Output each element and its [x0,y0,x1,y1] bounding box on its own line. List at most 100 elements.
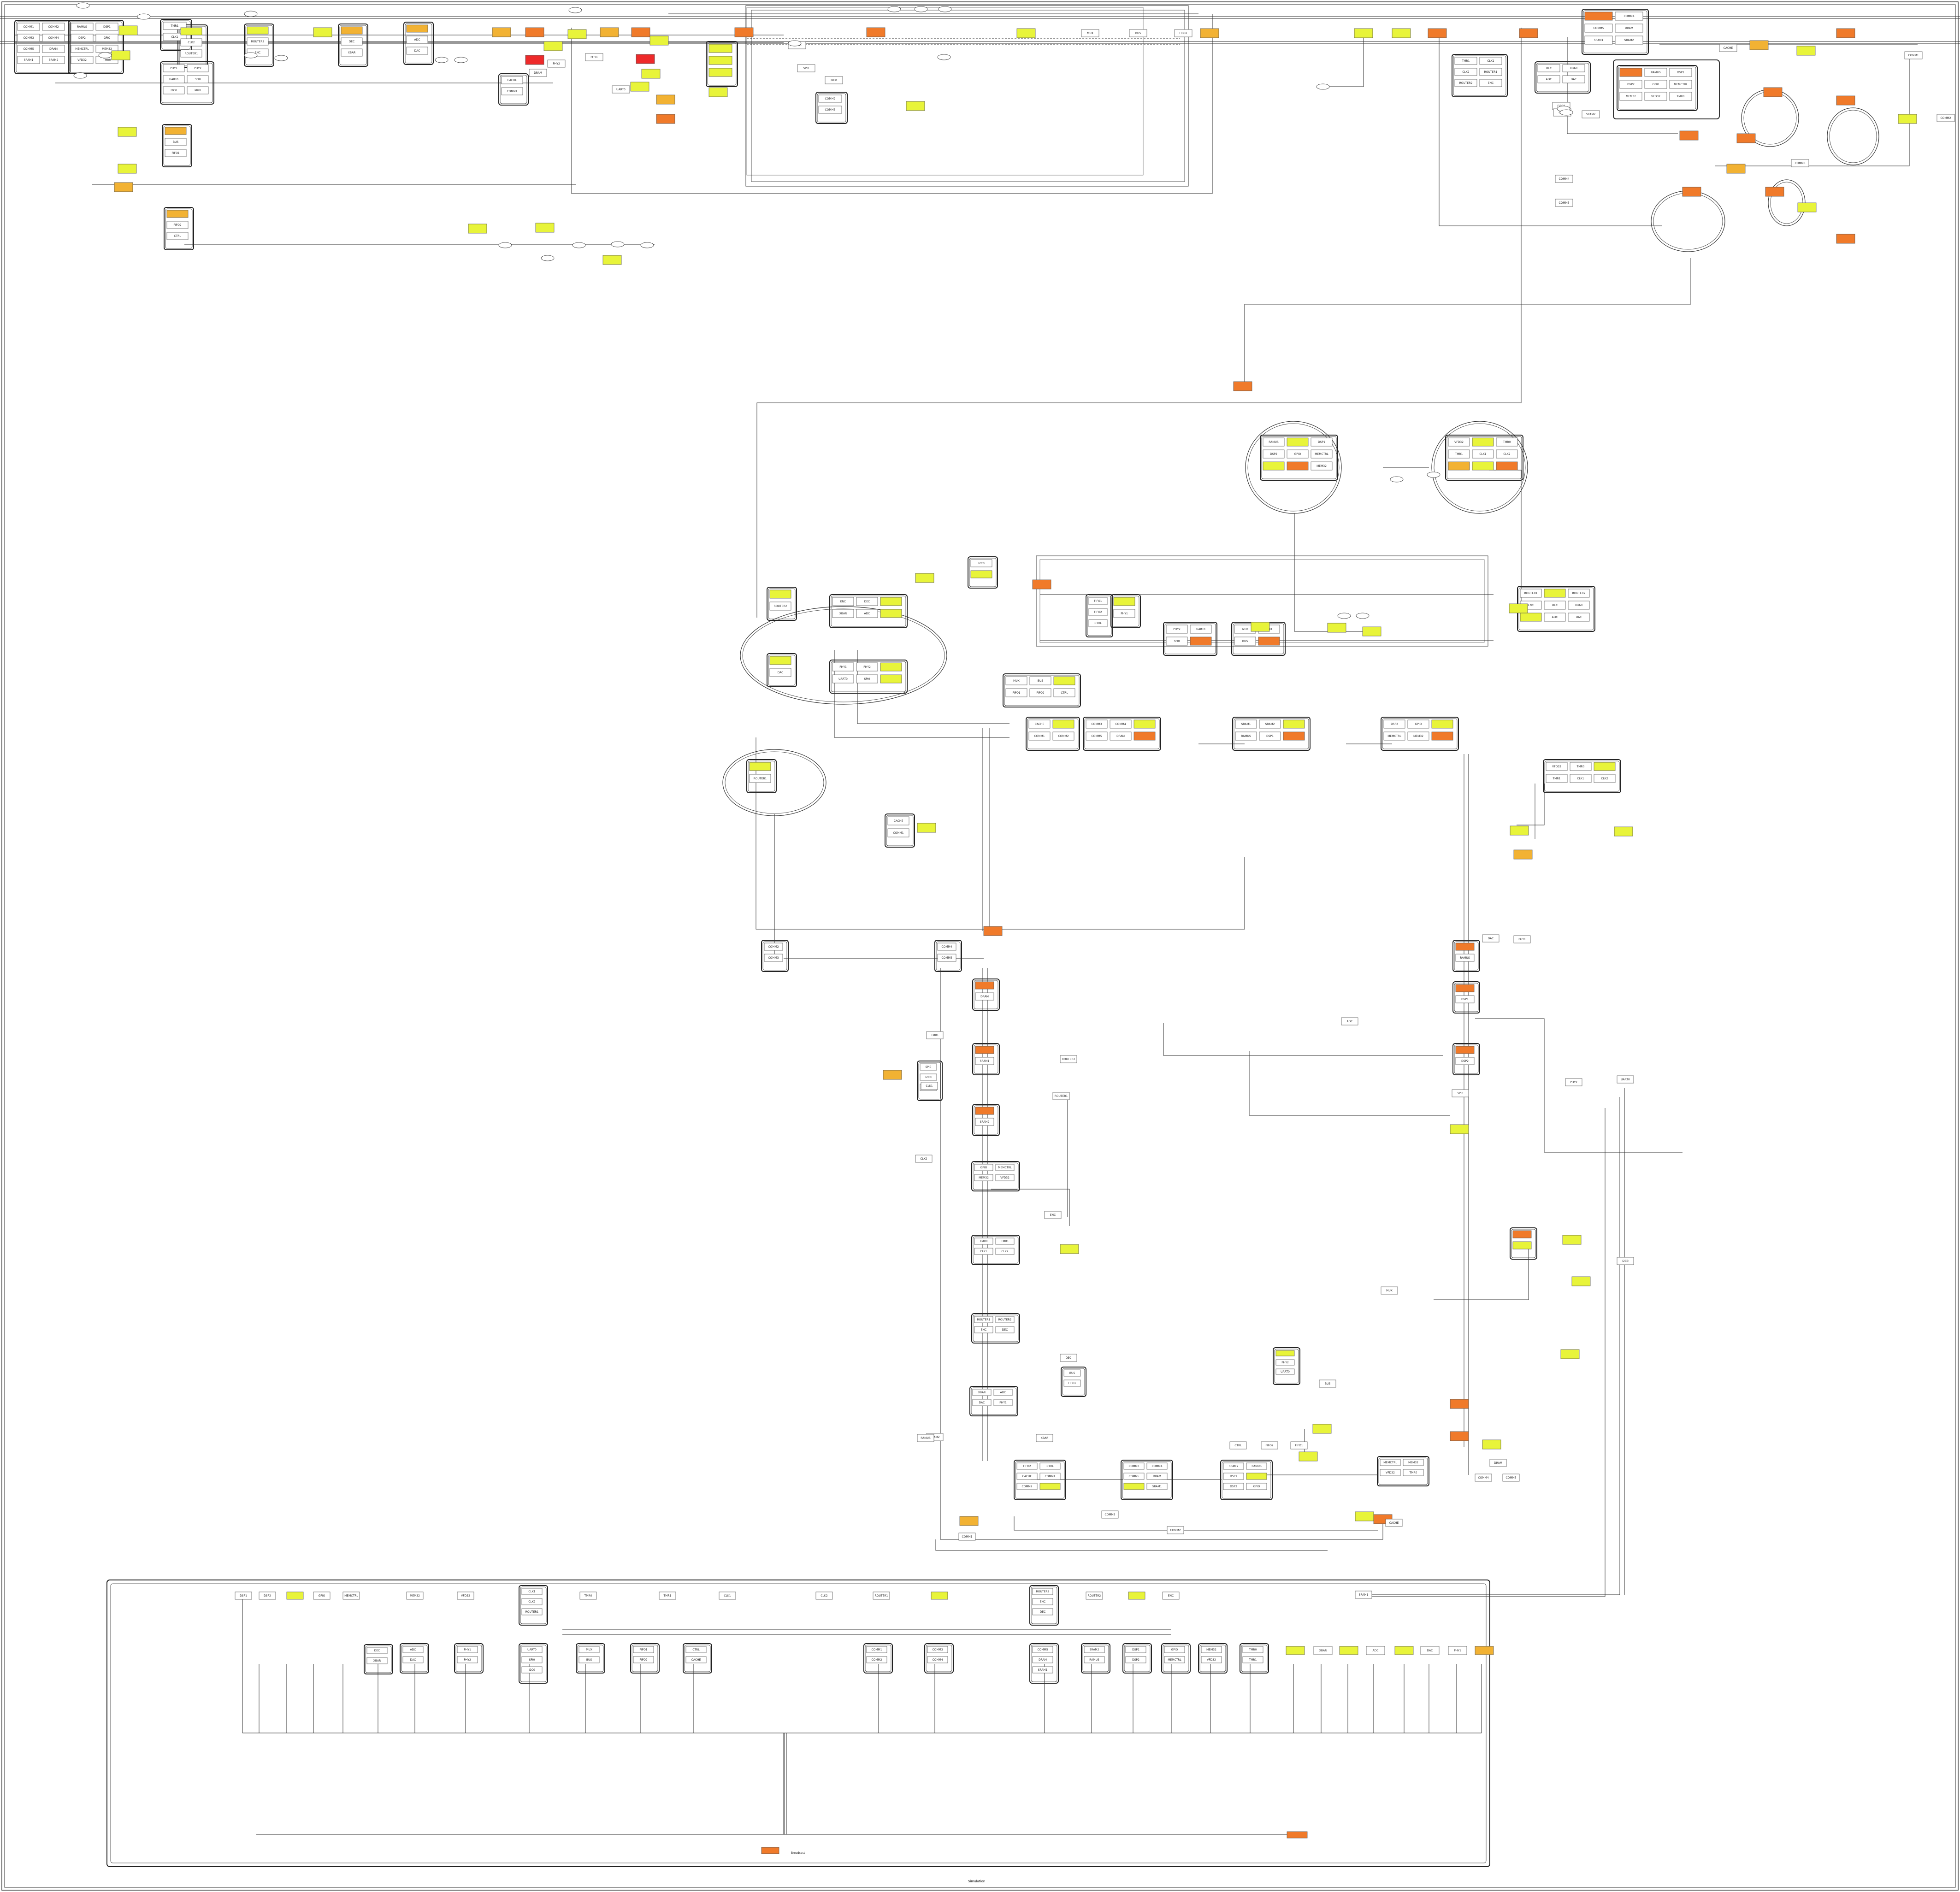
block-label: PHY1 [464,1648,471,1651]
cluster-inner [1122,1461,1172,1499]
block-label: PHY1 [170,67,177,70]
block-label: SPI0 [925,1066,931,1069]
cluster-inner [365,1645,392,1673]
block-label: DRAM [49,47,58,51]
block-label: TMR0 [103,59,111,62]
block [915,573,934,583]
block-label: TMR0 [1409,1471,1417,1474]
cluster-inner [974,1105,998,1135]
block-label: MUX [1013,679,1020,683]
block [1614,826,1633,837]
block-label: GPIO [1415,723,1422,726]
block [917,823,936,833]
block [163,86,185,94]
block-label: CLK2 [821,1594,827,1597]
block [708,56,732,65]
block-label: TMR1 [663,1594,672,1597]
block [1166,637,1188,646]
block [1258,637,1280,646]
block [406,47,428,55]
block [769,656,791,665]
block-label: BUS [1325,1382,1331,1385]
block-label: ENC [981,1328,986,1332]
cluster-panel [162,124,192,167]
block [1039,1462,1061,1470]
block [1242,1656,1263,1663]
block [1797,202,1817,212]
terminal-node [498,242,512,248]
block [180,27,202,35]
block-label: MEMCTRL [1383,1461,1397,1464]
block [1719,44,1737,52]
block-label: XBAR [839,612,847,615]
wire [1249,1051,1450,1116]
block-label: COMM3 [1795,162,1805,165]
block-label: XBAR [373,1659,381,1662]
block [1403,1469,1424,1476]
block-label: COMM5 [1037,1648,1048,1651]
ring-node-inner [725,751,824,814]
block-label: ENC [1488,82,1494,85]
block [974,1174,993,1181]
block [631,27,650,37]
block [163,64,185,72]
block [1223,1462,1244,1470]
block-label: SRAM1 [1359,1593,1369,1597]
block [1562,64,1585,72]
block-label: COMM3 [768,956,779,960]
block [856,597,878,606]
block [1570,762,1592,771]
block [114,182,133,192]
block-label: TMR1 [1249,1658,1257,1662]
block [1512,1230,1532,1238]
block [543,41,563,51]
block-label: PHY2 [553,62,560,65]
block [1475,1474,1492,1482]
block-label: CTRL [174,235,181,238]
block [636,54,655,64]
wire [1439,37,1662,226]
block [341,26,363,35]
block [656,94,675,105]
block-label: GPIO [1653,83,1659,86]
block [1327,623,1346,633]
block-label: DSP1 [1318,441,1325,444]
block [1568,589,1590,598]
cluster-panel [1161,1643,1191,1674]
block [993,1399,1013,1406]
block-label: BUS [1135,32,1141,35]
cluster-panel [1163,622,1217,656]
block-label: COMM1 [893,831,903,835]
block [1594,774,1616,783]
cluster-panel [968,556,998,589]
block-label: CTRL [1094,622,1102,625]
block [926,1031,944,1039]
block-label: CLK1 [926,1085,933,1088]
ring-node [1431,421,1528,514]
block [1431,719,1453,729]
block [1450,1399,1469,1409]
block [880,609,902,618]
cluster-panel [1613,59,1720,119]
block [313,1591,331,1600]
block-label: CLK2 [1462,71,1469,74]
cluster-inner [1454,941,1479,971]
block-label: ROUTER2 [1036,1590,1050,1593]
ring-node [740,606,947,705]
block-label: COMM4 [941,945,952,949]
block [1032,1588,1053,1595]
block [547,59,566,68]
block [1084,1656,1105,1663]
block [1520,589,1542,598]
block [1502,1474,1520,1482]
block-label: PHY1 [999,1401,1007,1404]
block [1259,719,1281,729]
block-label: COMM5 [23,47,34,51]
cluster-inner [1031,1644,1057,1682]
cluster-panel [400,1643,429,1674]
block [1190,637,1212,646]
block [187,75,209,83]
block-label: PHY1 [1121,612,1128,615]
block [1571,1276,1591,1286]
